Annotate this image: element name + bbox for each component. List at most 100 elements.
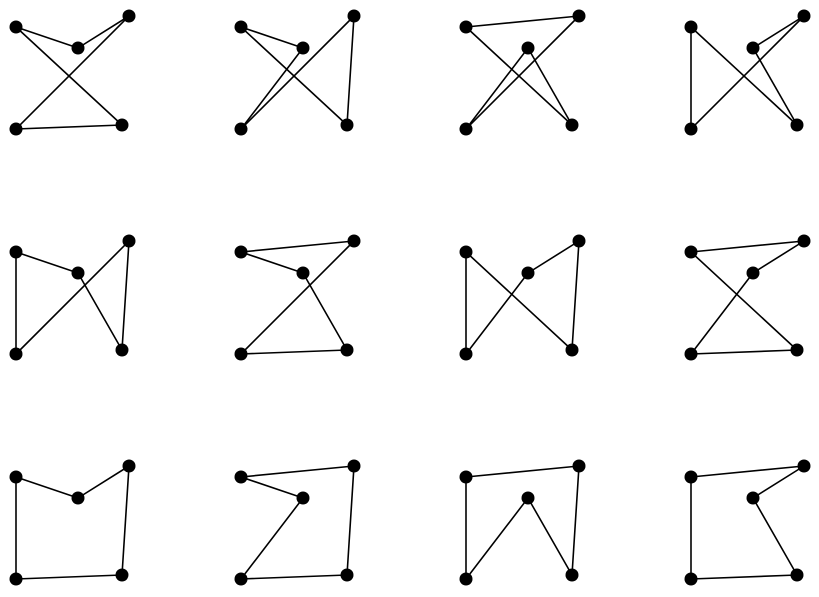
vertex-bottom-right xyxy=(565,568,579,582)
vertex-top-right xyxy=(572,234,586,248)
vertex-bottom-right xyxy=(565,343,579,357)
cycle-edge xyxy=(15,124,123,130)
vertex-bottom-left xyxy=(234,347,248,361)
vertex-top-right xyxy=(572,459,586,473)
vertex-top-right xyxy=(797,9,811,23)
vertex-bottom-left xyxy=(459,347,473,361)
cycle-panel xyxy=(684,234,811,361)
vertex-bottom-right xyxy=(790,343,804,357)
cycle-edge xyxy=(465,251,573,351)
cycle-edge xyxy=(240,476,304,499)
vertex-top-right xyxy=(122,9,136,23)
cycle-panel xyxy=(9,459,136,586)
cycle-panel xyxy=(234,234,361,361)
cycle-edge xyxy=(690,574,798,580)
vertex-top-right xyxy=(347,234,361,248)
vertex-top-left xyxy=(684,245,698,259)
vertex-bottom-left xyxy=(459,572,473,586)
cycle-edge xyxy=(346,465,355,576)
vertex-center xyxy=(521,41,535,55)
cycle-edge xyxy=(752,240,805,274)
vertex-center xyxy=(746,491,760,505)
vertex-top-left xyxy=(234,20,248,34)
cycle-edge xyxy=(240,15,355,130)
cycle-panel xyxy=(234,9,361,136)
cycle-edge xyxy=(752,497,798,576)
vertex-bottom-left xyxy=(684,572,698,586)
cycle-panel xyxy=(234,459,361,586)
vertex-bottom-left xyxy=(234,572,248,586)
cycle-edge xyxy=(527,47,573,126)
cycle-edge xyxy=(240,465,355,478)
cycle-edge xyxy=(690,349,798,355)
vertex-top-left xyxy=(459,470,473,484)
vertex-center xyxy=(71,266,85,280)
vertex-top-right xyxy=(347,9,361,23)
cycle-edge xyxy=(240,251,304,274)
cycle-panel xyxy=(459,234,586,361)
cycle-edge xyxy=(527,497,573,576)
cycle-edge xyxy=(15,476,79,499)
vertex-bottom-right xyxy=(340,118,354,132)
vertex-top-left xyxy=(234,470,248,484)
cycle-edge xyxy=(240,349,348,355)
vertex-bottom-left xyxy=(9,122,23,136)
cycle-panel xyxy=(684,9,811,136)
cycle-edge xyxy=(240,47,304,130)
vertex-center xyxy=(521,266,535,280)
vertex-bottom-left xyxy=(684,347,698,361)
vertex-bottom-right xyxy=(340,568,354,582)
vertex-top-right xyxy=(572,9,586,23)
cycle-edge xyxy=(240,26,304,49)
cycle-edge xyxy=(571,465,580,576)
cycle-edge xyxy=(15,26,123,126)
cycle-edge xyxy=(240,240,355,355)
cycle-edge xyxy=(77,15,130,49)
vertex-bottom-right xyxy=(340,343,354,357)
vertex-top-right xyxy=(122,459,136,473)
vertex-top-right xyxy=(797,459,811,473)
cycle-panel xyxy=(9,9,136,136)
cycle-edge xyxy=(15,574,123,580)
cycle-edge xyxy=(465,15,580,130)
cycle-edge xyxy=(15,26,79,49)
cycle-edge xyxy=(752,465,805,499)
cycle-edge xyxy=(752,47,798,126)
cycle-edge xyxy=(240,26,348,126)
vertex-center xyxy=(521,491,535,505)
vertex-center xyxy=(296,41,310,55)
vertex-top-right xyxy=(122,234,136,248)
vertex-bottom-right xyxy=(565,118,579,132)
cycle-edge xyxy=(240,497,304,580)
cycle-edge xyxy=(465,15,580,28)
vertex-top-left xyxy=(684,470,698,484)
cycle-panel xyxy=(459,9,586,136)
cycle-panel xyxy=(9,234,136,361)
vertex-center xyxy=(296,266,310,280)
vertex-center xyxy=(746,266,760,280)
cycle-edge xyxy=(690,240,805,253)
cycle-edge xyxy=(77,272,123,351)
cycle-edge xyxy=(15,240,130,355)
vertex-bottom-right xyxy=(790,118,804,132)
vertex-center xyxy=(746,41,760,55)
vertex-bottom-left xyxy=(9,572,23,586)
cycle-edge xyxy=(465,497,529,580)
cycle-edge xyxy=(465,465,580,478)
cycle-panel xyxy=(684,459,811,586)
vertex-bottom-right xyxy=(115,343,129,357)
vertex-center xyxy=(296,491,310,505)
vertex-top-left xyxy=(9,245,23,259)
cycle-edge xyxy=(527,240,580,274)
vertex-top-left xyxy=(684,20,698,34)
cycle-edge xyxy=(571,240,580,351)
vertex-top-left xyxy=(459,245,473,259)
cycle-panel xyxy=(459,459,586,586)
vertex-bottom-left xyxy=(9,347,23,361)
cycle-edge xyxy=(121,240,130,351)
vertex-bottom-right xyxy=(115,568,129,582)
vertex-top-right xyxy=(797,234,811,248)
cycle-edge xyxy=(302,272,348,351)
vertex-top-right xyxy=(347,459,361,473)
cycle-edge xyxy=(690,465,805,478)
